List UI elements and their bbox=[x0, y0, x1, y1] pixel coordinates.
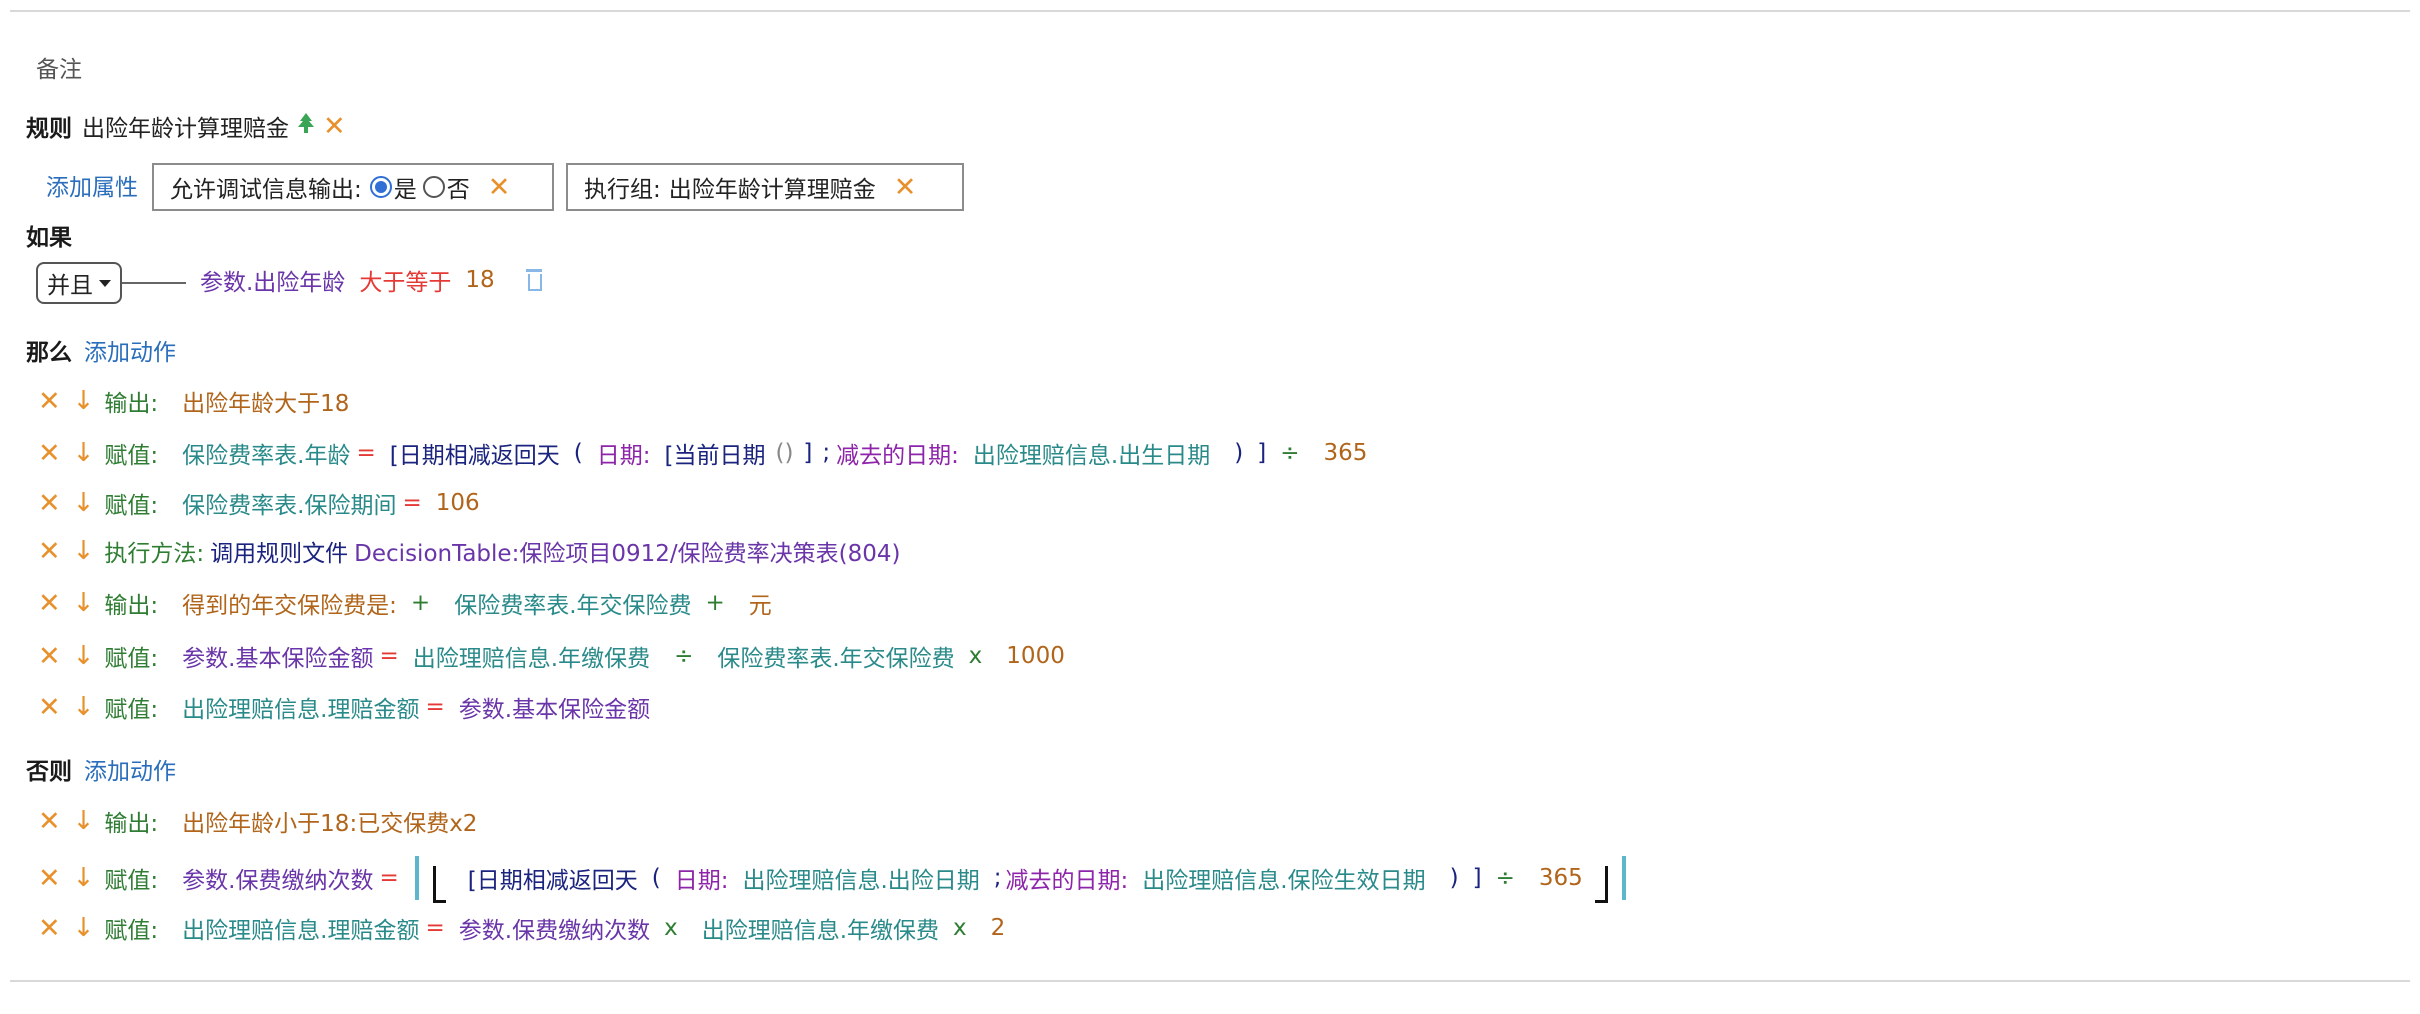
arrow-down-icon[interactable]: ↓ bbox=[72, 863, 95, 893]
close-icon[interactable]: ✕ bbox=[38, 535, 61, 567]
close-icon[interactable]: ✕ bbox=[38, 487, 61, 519]
close-icon[interactable]: ✕ bbox=[323, 110, 346, 142]
radio-yes[interactable] bbox=[369, 176, 392, 198]
close-icon[interactable]: ✕ bbox=[38, 912, 61, 944]
condition-row: 参数.出险年龄 大于等于 18 bbox=[200, 260, 543, 300]
paren-group-right-bracket bbox=[1594, 865, 1608, 903]
debug-output-attribute: 允许调试信息输出: 是 否 ✕ bbox=[152, 163, 554, 211]
close-icon[interactable]: ✕ bbox=[893, 171, 917, 203]
chevron-down-icon bbox=[99, 279, 111, 287]
arrow-down-icon[interactable]: ↓ bbox=[72, 386, 95, 416]
close-icon[interactable]: ✕ bbox=[38, 587, 61, 619]
arrow-down-icon[interactable]: ↓ bbox=[72, 536, 95, 566]
condition-left[interactable]: 参数.出险年龄 bbox=[200, 270, 346, 296]
then-action-4: ✕↓ 执行方法: 调用规则文件 DecisionTable:保险项目0912/保… bbox=[38, 535, 901, 568]
close-icon[interactable]: ✕ bbox=[38, 805, 61, 837]
else-label: 否则 bbox=[26, 759, 72, 785]
arrow-down-icon[interactable]: ↓ bbox=[72, 488, 95, 518]
condition-right[interactable]: 18 bbox=[465, 267, 495, 293]
arrow-down-icon[interactable]: ↓ bbox=[72, 588, 95, 618]
then-section-header: 那么 添加动作 bbox=[26, 330, 176, 370]
paren-group-left-bar bbox=[414, 856, 419, 900]
paren-group-right-bar bbox=[1621, 856, 1626, 900]
exec-group-label: 执行组: bbox=[584, 177, 661, 203]
then-action-5: ✕↓ 输出: 得到的年交保险费是: + 保险费率表.年交保险费 + 元 bbox=[38, 587, 772, 620]
close-icon[interactable]: ✕ bbox=[38, 640, 61, 672]
then-add-action-link[interactable]: 添加动作 bbox=[84, 340, 176, 366]
logic-operator-select[interactable]: 并且 bbox=[36, 262, 122, 304]
debug-label: 允许调试信息输出: bbox=[170, 177, 362, 203]
arrow-down-icon[interactable]: ↓ bbox=[72, 641, 95, 671]
close-icon[interactable]: ✕ bbox=[38, 437, 61, 469]
rule-name[interactable]: 出险年龄计算理赔金 bbox=[82, 116, 289, 142]
close-icon[interactable]: ✕ bbox=[38, 385, 61, 417]
then-action-6: ✕↓ 赋值: 参数.基本保险金额 = 出险理赔信息.年缴保费 ÷ 保险费率表.年… bbox=[38, 640, 1065, 673]
exec-group-value[interactable]: 出险年龄计算理赔金 bbox=[668, 177, 876, 203]
trash-icon[interactable] bbox=[525, 269, 543, 291]
then-action-1: ✕↓ 输出: 出险年龄大于18 bbox=[38, 385, 350, 418]
if-section-label: 如果 bbox=[26, 225, 72, 251]
arrow-down-icon[interactable]: ↓ bbox=[72, 913, 95, 943]
else-action-2: ✕↓ 赋值: 参数.保费缴纳次数 = [日期相减返回天 ( 日期: 出险理赔信息… bbox=[38, 852, 1634, 904]
paren-group-left-bracket bbox=[432, 865, 446, 903]
radio-no-label: 否 bbox=[446, 177, 470, 203]
then-label: 那么 bbox=[26, 340, 72, 366]
exec-group-attribute: 执行组: 出险年龄计算理赔金 ✕ bbox=[566, 163, 964, 211]
else-action-1: ✕↓ 输出: 出险年龄小于18:已交保费x2 bbox=[38, 805, 478, 838]
arrow-down-icon[interactable]: ↓ bbox=[72, 692, 95, 722]
then-action-2: ✕↓ 赋值: 保险费率表.年龄 = [日期相减返回天 ( 日期: [当前日期 (… bbox=[38, 437, 1368, 470]
then-action-3: ✕↓ 赋值: 保险费率表.保险期间 = 106 bbox=[38, 487, 480, 520]
rule-header: 规则 出险年龄计算理赔金 ✕ bbox=[26, 106, 346, 146]
radio-yes-label: 是 bbox=[393, 177, 417, 203]
top-divider bbox=[10, 10, 2410, 12]
bottom-divider bbox=[10, 980, 2410, 982]
close-icon[interactable]: ✕ bbox=[38, 862, 61, 894]
arrow-down-icon[interactable]: ↓ bbox=[72, 806, 95, 836]
condition-operator[interactable]: 大于等于 bbox=[359, 270, 452, 296]
tree-icon[interactable] bbox=[297, 112, 315, 140]
arrow-down-icon[interactable]: ↓ bbox=[72, 438, 95, 468]
then-action-7: ✕↓ 赋值: 出险理赔信息.理赔金额 = 参数.基本保险金额 bbox=[38, 691, 651, 724]
radio-no[interactable] bbox=[422, 176, 445, 198]
else-add-action-link[interactable]: 添加动作 bbox=[84, 759, 176, 785]
else-action-3: ✕↓ 赋值: 出险理赔信息.理赔金额 = 参数.保费缴纳次数 x 出险理赔信息.… bbox=[38, 912, 1006, 945]
rule-prefix: 规则 bbox=[26, 116, 72, 142]
add-attribute-link[interactable]: 添加属性 bbox=[46, 175, 138, 201]
condition-connector bbox=[122, 282, 186, 284]
close-icon[interactable]: ✕ bbox=[487, 171, 511, 203]
close-icon[interactable]: ✕ bbox=[38, 691, 61, 723]
else-section-header: 否则 添加动作 bbox=[26, 749, 176, 789]
remark-label: 备注 bbox=[36, 57, 82, 83]
